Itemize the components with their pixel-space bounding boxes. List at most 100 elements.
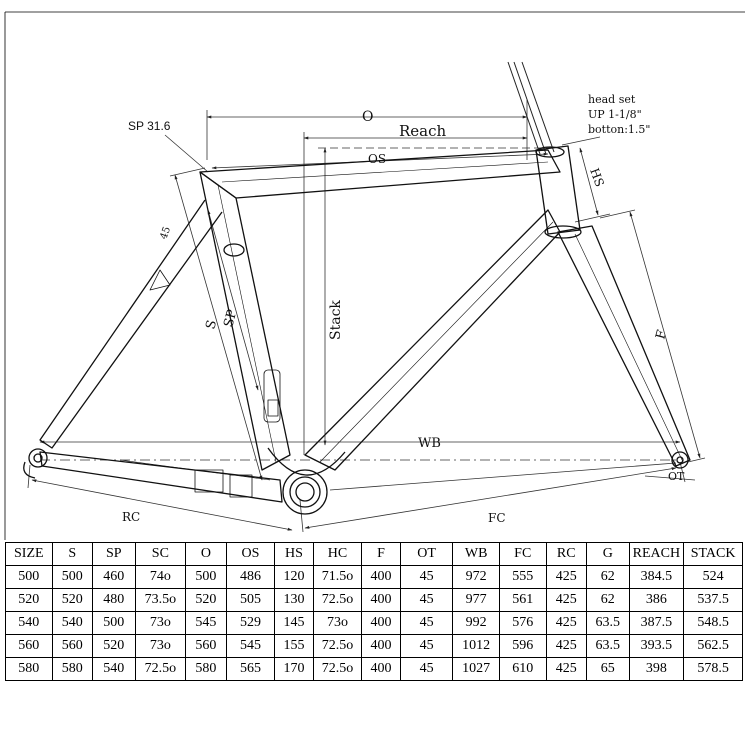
table-cell-o: 580 xyxy=(185,657,227,681)
table-cell-size: 520 xyxy=(5,588,53,612)
table-cell-ot: 45 xyxy=(399,634,454,658)
table-cell-reach: 387.5 xyxy=(628,611,685,635)
table-cell-o: 500 xyxy=(185,565,227,589)
table-cell-fc: 555 xyxy=(498,565,547,589)
label-s: S xyxy=(203,319,220,331)
label-f: F xyxy=(653,328,670,341)
table-cell-sp: 500 xyxy=(92,611,136,635)
header-f: F xyxy=(361,542,401,566)
label-angle: 45 xyxy=(158,225,173,241)
table-cell-rc: 425 xyxy=(545,565,588,589)
table-cell-os: 505 xyxy=(225,588,276,612)
table-cell-hs: 170 xyxy=(274,657,314,681)
table-cell-hc: 72.5o xyxy=(312,634,363,658)
table-cell-fc: 561 xyxy=(498,588,547,612)
header-wb: WB xyxy=(452,542,500,566)
table-cell-wb: 1012 xyxy=(452,634,500,658)
label-headset-up: UP 1-1/8" xyxy=(588,108,642,121)
table-cell-hs: 130 xyxy=(274,588,314,612)
table-cell-os: 545 xyxy=(225,634,276,658)
table-cell-hc: 72.5o xyxy=(312,657,363,681)
table-cell-ot: 45 xyxy=(399,657,454,681)
table-cell-f: 400 xyxy=(361,611,401,635)
header-g: G xyxy=(586,542,630,566)
table-cell-os: 565 xyxy=(225,657,276,681)
table-cell-rc: 425 xyxy=(545,588,588,612)
table-cell-reach: 384.5 xyxy=(628,565,685,589)
label-ot: OT xyxy=(668,470,685,483)
table-cell-g: 62 xyxy=(586,588,630,612)
label-sp-dim: SP xyxy=(221,308,240,329)
header-os: OS xyxy=(225,542,276,566)
table-cell-rc: 425 xyxy=(545,634,588,658)
frame-geometry-drawing: SP 31.6 head set UP 1-1/8" botton:1.5" O… xyxy=(4,11,745,540)
table-cell-sc: 74o xyxy=(134,565,187,589)
table-cell-ot: 45 xyxy=(399,611,454,635)
label-wb: WB xyxy=(418,436,441,451)
table-cell-s: 500 xyxy=(51,565,94,589)
table-cell-stack: 537.5 xyxy=(683,588,743,612)
header-sc: SC xyxy=(134,542,187,566)
table-cell-g: 63.5 xyxy=(586,611,630,635)
table-cell-f: 400 xyxy=(361,565,401,589)
table-cell-wb: 972 xyxy=(452,565,500,589)
table-cell-stack: 562.5 xyxy=(683,634,743,658)
table-cell-size: 560 xyxy=(5,634,53,658)
table-cell-s: 540 xyxy=(51,611,94,635)
header-ot: OT xyxy=(399,542,454,566)
header-o: O xyxy=(185,542,227,566)
table-cell-g: 65 xyxy=(586,657,630,681)
table-cell-sp: 540 xyxy=(92,657,136,681)
seatpost-steerer xyxy=(507,61,555,155)
bicycle-frame xyxy=(23,145,691,515)
header-reach: REACH xyxy=(628,542,685,566)
table-cell-size: 540 xyxy=(5,611,53,635)
table-cell-g: 62 xyxy=(586,565,630,589)
table-cell-os: 529 xyxy=(225,611,276,635)
label-stack: Stack xyxy=(328,300,344,340)
table-cell-wb: 977 xyxy=(452,588,500,612)
header-rc: RC xyxy=(545,542,588,566)
table-cell-f: 400 xyxy=(361,657,401,681)
table-cell-sc: 73o xyxy=(134,611,187,635)
label-headset-title: head set xyxy=(588,93,636,106)
geometry-table: SIZE S SP SC O OS HS HC F OT WB FC RC G … xyxy=(5,542,743,681)
table-cell-hc: 72.5o xyxy=(312,588,363,612)
table-cell-o: 520 xyxy=(185,588,227,612)
table-cell-sp: 520 xyxy=(92,634,136,658)
table-header-row: SIZE S SP SC O OS HS HC F OT WB FC RC G … xyxy=(5,542,743,566)
table-cell-fc: 596 xyxy=(498,634,547,658)
table-cell-rc: 425 xyxy=(545,657,588,681)
table-cell-os: 486 xyxy=(225,565,276,589)
header-fc: FC xyxy=(498,542,547,566)
header-hc: HC xyxy=(312,542,363,566)
label-o: O xyxy=(362,109,373,125)
table-cell-wb: 992 xyxy=(452,611,500,635)
label-fc: FC xyxy=(488,511,506,525)
label-os: OS xyxy=(368,152,386,166)
header-size: SIZE xyxy=(5,542,53,566)
table-cell-fc: 610 xyxy=(498,657,547,681)
dimension-labels: SP 31.6 head set UP 1-1/8" botton:1.5" O… xyxy=(122,93,685,525)
table-cell-wb: 1027 xyxy=(452,657,500,681)
table-cell-sc: 73o xyxy=(134,634,187,658)
table-cell-ot: 45 xyxy=(399,565,454,589)
table-cell-s: 580 xyxy=(51,657,94,681)
table-cell-stack: 524 xyxy=(683,565,743,589)
header-hs: HS xyxy=(274,542,314,566)
table-cell-stack: 578.5 xyxy=(683,657,743,681)
table-cell-o: 545 xyxy=(185,611,227,635)
dimension-lines xyxy=(4,11,745,540)
table-cell-rc: 425 xyxy=(545,611,588,635)
table-cell-stack: 548.5 xyxy=(683,611,743,635)
table-cell-reach: 386 xyxy=(628,588,685,612)
table-cell-hc: 71.5o xyxy=(312,565,363,589)
table-cell-hs: 120 xyxy=(274,565,314,589)
table-cell-f: 400 xyxy=(361,634,401,658)
table-cell-sc: 72.5o xyxy=(134,657,187,681)
